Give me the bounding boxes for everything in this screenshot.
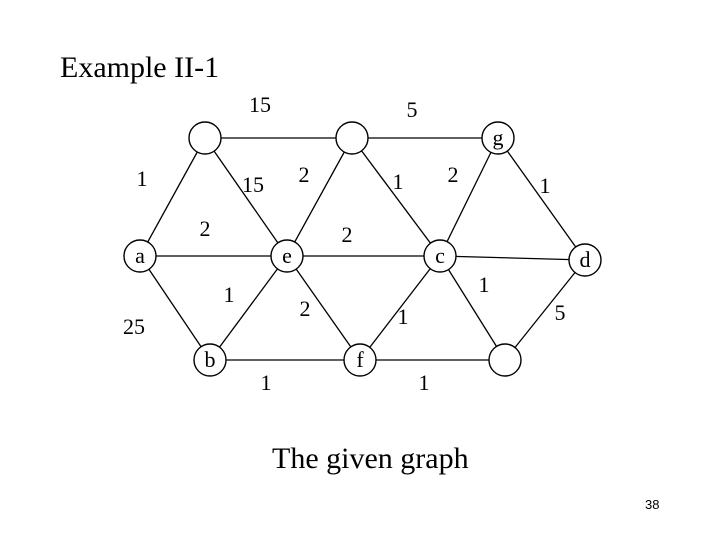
edge-weight-a-e: 2 — [200, 216, 211, 241]
edge-weight-b-f: 1 — [261, 370, 272, 395]
edge-weight-c-g: 2 — [448, 162, 459, 187]
graph-node-g: g — [481, 121, 515, 155]
graph-node-n2 — [335, 121, 369, 155]
graph-node-a: a — [123, 239, 157, 273]
node-label: b — [205, 347, 216, 372]
edge-d-n3 — [504, 259, 586, 361]
edge-weight-b-e: 1 — [224, 282, 235, 307]
node-circle — [188, 121, 222, 155]
page-number: 38 — [645, 497, 660, 512]
edge-n1-e — [204, 137, 288, 257]
edge-f-c — [359, 255, 441, 361]
edge-weight-f-c: 1 — [398, 304, 409, 329]
edge-weight-n2-g: 5 — [407, 97, 418, 122]
edge-weight-e-n2: 2 — [299, 162, 310, 187]
edge-weight-a-b: 25 — [123, 314, 145, 339]
graph-node-d: d — [568, 243, 602, 277]
edge-weight-n1-n2: 15 — [249, 92, 271, 117]
edge-weight-n1-e: 15 — [242, 172, 264, 197]
edge-c-d — [439, 255, 586, 261]
graph-node-b: b — [193, 343, 227, 377]
edge-weight-d-n3: 5 — [555, 300, 566, 325]
edge-c-g — [439, 137, 499, 257]
node-circle — [335, 121, 369, 155]
node-circle — [193, 343, 227, 377]
edge-weight-c-d: 1 — [479, 272, 490, 297]
graph-node-c: c — [423, 239, 457, 273]
node-label: g — [493, 125, 504, 150]
graph-node-n1 — [188, 121, 222, 155]
node-circle — [270, 239, 304, 273]
graph-nodes: g a e c d b f — [123, 121, 602, 377]
slide-title: Example II-1 — [60, 51, 220, 84]
node-circle — [423, 239, 457, 273]
edge-weight-f-n3: 1 — [419, 370, 430, 395]
graph-caption: The given graph — [272, 442, 469, 475]
node-label: e — [282, 243, 292, 268]
edge-e-n2 — [286, 137, 353, 257]
node-circle — [568, 243, 602, 277]
edge-weight-e-f: 2 — [300, 296, 311, 321]
edge-weight-e-c: 2 — [342, 222, 353, 247]
edge-weight-n2-c: 1 — [393, 169, 404, 194]
node-label: c — [435, 243, 445, 268]
edge-a-n1 — [139, 137, 206, 257]
edge-g-d — [497, 137, 586, 261]
graph-edges — [139, 137, 586, 361]
edge-e-f — [286, 255, 361, 361]
node-circle — [488, 343, 522, 377]
edge-a-b — [139, 255, 211, 361]
graph-node-f: f — [343, 343, 377, 377]
node-circle — [123, 239, 157, 273]
graph-node-e: e — [270, 239, 304, 273]
edge-b-e — [209, 255, 288, 361]
node-circle — [481, 121, 515, 155]
node-label: d — [580, 247, 591, 272]
edge-weight-g-d: 1 — [540, 173, 551, 198]
node-circle — [343, 343, 377, 377]
graph-node-n3 — [488, 343, 522, 377]
node-label: f — [356, 347, 364, 372]
edge-n2-c — [351, 137, 441, 257]
edge-weight-a-n1: 1 — [137, 166, 148, 191]
node-label: a — [135, 243, 145, 268]
edge-c-n3 — [439, 255, 506, 361]
